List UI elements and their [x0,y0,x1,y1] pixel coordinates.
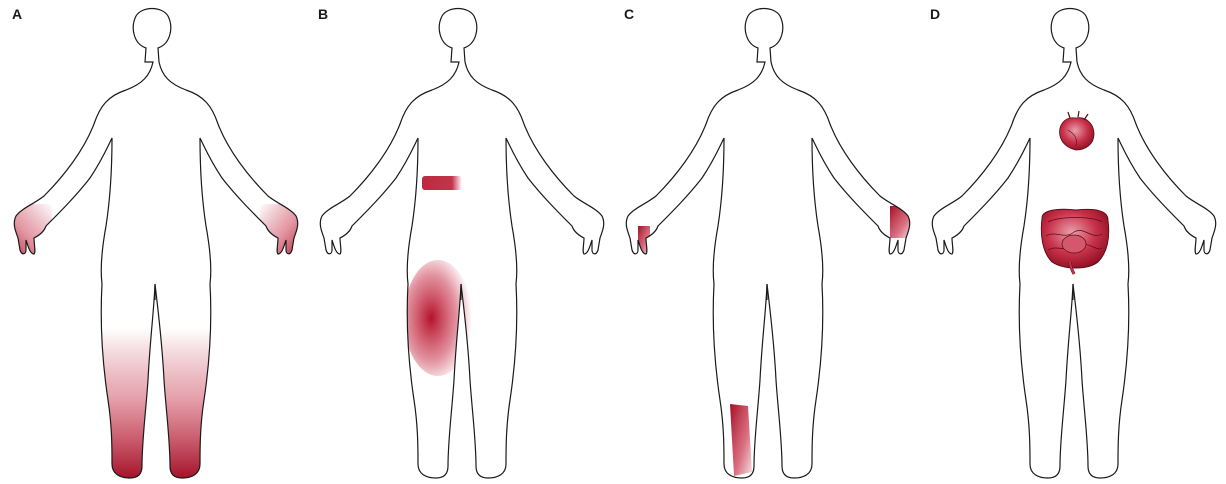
body-outline [14,9,297,479]
body-outline [626,9,909,479]
affected-region-left-hand-edge [638,226,650,254]
body-figure [0,0,306,484]
affected-region-lower-legs [100,328,216,480]
affected-region-lower-leg-strip [730,404,752,476]
intestines-icon [1041,209,1108,274]
body-figure [306,0,612,484]
affected-region-flank-band [422,176,462,190]
affected-region-right-hand-edge [890,206,912,238]
body-figure [918,0,1224,484]
affected-region-right-hand [260,204,306,260]
body-figure [612,0,918,484]
heart-icon [1060,111,1094,150]
panel-b: B [306,0,612,484]
panel-d: D [918,0,1224,484]
affected-region-thigh-patch [404,260,472,376]
panel-a: A [0,0,306,484]
body-outline [320,9,603,479]
panel-c: C [612,0,918,484]
